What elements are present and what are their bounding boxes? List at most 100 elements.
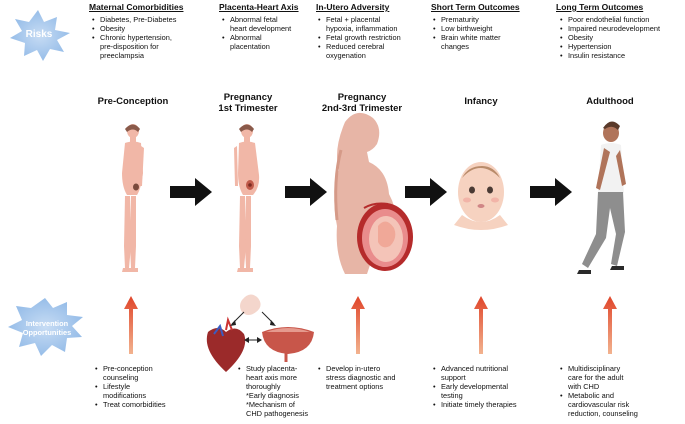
placenta-heart-axis-illustration [206, 294, 314, 372]
column-title-in-utero: In-Utero Adversity [316, 2, 390, 12]
risk-item: Poor endothelial function [560, 15, 660, 24]
risk-item: Abnormal [222, 33, 291, 42]
progression-arrows [170, 178, 572, 206]
intervention-item-continued: *Early diagnosis [246, 391, 299, 400]
intervention-item: Metabolic and [560, 391, 638, 400]
column-title-long-term: Long Term Outcomes [556, 2, 644, 12]
intervention-item: Multidisciplinary [560, 364, 638, 373]
heart-icon [206, 328, 246, 372]
arrow-1 [170, 178, 212, 206]
intervention-item: Pre-conception [95, 364, 166, 373]
intervention-item-continued: *Mechanism of [246, 400, 295, 409]
intervention-list-maternal: Pre-conception counseling Lifestyle modi… [95, 364, 166, 409]
risks-label: Risks [25, 29, 53, 40]
risk-item: Brain white matter [433, 33, 501, 42]
intervention-item-continued: support [441, 373, 466, 382]
intervention-item: Lifestyle [95, 382, 166, 391]
risk-item: Insulin resistance [560, 51, 660, 60]
intervention-item-continued: heart axis more [246, 373, 297, 382]
risk-item: Impaired neurodevelopment [560, 24, 660, 33]
arrow-4 [530, 178, 572, 206]
column-title-short-term: Short Term Outcomes [431, 2, 520, 12]
stage-label-line: Infancy [464, 96, 498, 107]
column-title-placenta-heart: Placenta-Heart Axis [219, 2, 299, 12]
intervention-item-continued: testing [441, 391, 463, 400]
intervention-item-continued: thoroughly [246, 382, 281, 391]
risk-item-continued: hypoxia, inflammation [326, 24, 398, 33]
stage-label-infancy: Infancy [446, 96, 516, 107]
intervention-item-continued: counseling [103, 373, 139, 382]
risk-item: Obesity [560, 33, 660, 42]
risk-item: Fetal growth restriction [318, 33, 401, 42]
risk-item: Chronic hypertension, [92, 33, 176, 42]
risk-list-placenta-heart: Abnormal fetal heart development Abnorma… [222, 15, 291, 51]
risk-item: Obesity [92, 24, 176, 33]
risk-item: Hypertension [560, 42, 660, 51]
risk-item-continued: heart development [230, 24, 292, 33]
risk-item-continued: oxygenation [326, 51, 366, 60]
stage-label-line: 1st Trimester [218, 103, 278, 114]
intervention-item-continued: stress diagnostic and [326, 373, 396, 382]
stage-label-line: 2nd-3rd Trimester [321, 103, 403, 114]
intervention-item: Treat comorbidities [95, 400, 166, 409]
pregnant-woman-figure [334, 112, 413, 274]
column-title-maternal: Maternal Comorbidities [89, 2, 184, 12]
risk-list-short-term: Prematurity Low birthweight Brain white … [433, 15, 501, 51]
stage-label-line: Pregnancy [337, 92, 387, 103]
stage-label-preconception: Pre-Conception [95, 96, 171, 107]
risk-item: Prematurity [433, 15, 501, 24]
placenta-icon [262, 327, 314, 354]
risk-item-continued: preeclampsia [100, 51, 144, 60]
intervention-item-continued: reduction, counseling [568, 409, 638, 418]
intervention-item-continued: care for the adult [568, 373, 624, 382]
woman-first-trimester-figure [234, 124, 260, 272]
risk-item-continued: pre-disposition for [100, 42, 159, 51]
stage-label-adulthood: Adulthood [570, 96, 650, 107]
risk-item: Reduced cerebral [318, 42, 401, 51]
intervention-list-placenta-heart: Study placenta- heart axis more thorough… [238, 364, 308, 418]
intervention-item: Develop in-utero [318, 364, 395, 373]
intervention-item-continued: with CHD [568, 382, 600, 391]
intervention-label-line2: Opportunities [22, 328, 72, 337]
up-arrow-5 [603, 296, 617, 354]
arrow-3 [405, 178, 447, 206]
intervention-item-continued: CHD pathogenesis [246, 409, 309, 418]
intervention-item-continued: treatment options [326, 382, 384, 391]
risks-badge [10, 10, 70, 61]
intervention-label: Intervention Opportunities [8, 319, 86, 337]
risk-item: Fetal + placental [318, 15, 401, 24]
up-arrow-1 [124, 296, 138, 354]
intervention-arrows [124, 296, 617, 354]
risk-list-long-term: Poor endothelial function Impaired neuro… [560, 15, 660, 60]
woman-preconception-figure [122, 124, 144, 272]
intervention-item: Early developmental [433, 382, 517, 391]
risk-item: Diabetes, Pre-Diabetes [92, 15, 176, 24]
stage-label-line: Adulthood [586, 96, 634, 107]
intervention-badge [8, 298, 83, 356]
intervention-item-continued: cardiovascular risk [568, 400, 630, 409]
risk-item-continued: changes [441, 42, 469, 51]
up-arrow-4 [474, 296, 488, 354]
baby-face-figure [454, 162, 508, 230]
arrow-2 [285, 178, 327, 206]
risk-list-in-utero: Fetal + placental hypoxia, inflammation … [318, 15, 401, 60]
intervention-item-continued: modifications [103, 391, 147, 400]
stage-label-line: Pre-Conception [97, 96, 169, 107]
embryo-icon [240, 294, 261, 315]
risk-item-continued: placentation [230, 42, 270, 51]
intervention-item: Study placenta- [238, 364, 308, 373]
up-arrow-3 [351, 296, 365, 354]
adult-man-figure [577, 121, 626, 274]
intervention-label-line1: Intervention [25, 319, 69, 328]
risk-item: Low birthweight [433, 24, 501, 33]
intervention-list-long-term: Multidisciplinary care for the adult wit… [560, 364, 638, 418]
intervention-list-short-term: Advanced nutritional support Early devel… [433, 364, 517, 409]
intervention-item: Initiate timely therapies [433, 400, 517, 409]
stage-label-second-third-trimester: Pregnancy 2nd-3rd Trimester [312, 92, 412, 114]
risk-item: Abnormal fetal [222, 15, 291, 24]
stage-label-first-trimester: Pregnancy 1st Trimester [205, 92, 291, 114]
stage-label-line: Pregnancy [223, 92, 273, 103]
intervention-item: Advanced nutritional [433, 364, 517, 373]
risk-list-maternal: Diabetes, Pre-Diabetes Obesity Chronic h… [92, 15, 176, 60]
